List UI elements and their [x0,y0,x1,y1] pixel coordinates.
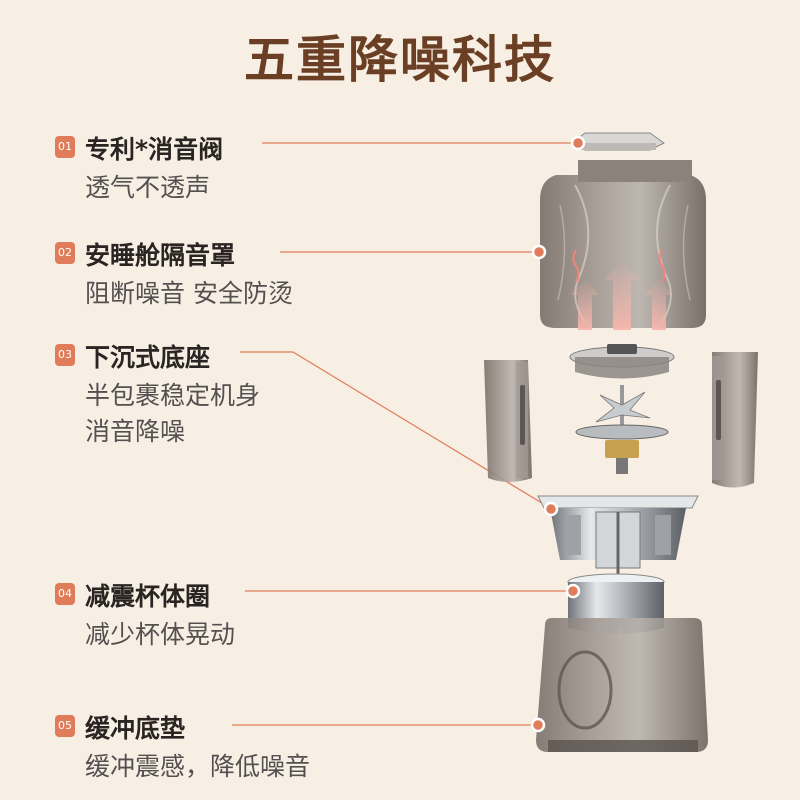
feature-title: 安睡舱隔音罩 [85,241,236,270]
blade-assembly [575,385,669,474]
valve-cap [571,132,665,151]
jar-lid [569,344,675,379]
feature-title: 下沉式底座 [85,343,211,372]
feature-description-line: 阻断噪音 安全防烫 [85,279,293,308]
feature-number-badge: 02 [55,242,75,264]
connector-dots [530,135,586,733]
feature-number-badge: 04 [55,583,75,605]
feature-description-line: 透气不透声 [85,173,211,202]
heat-arrows-icon [571,260,673,330]
feature-title: 缓冲底垫 [85,714,186,743]
sunken-base [537,495,699,575]
connector-line-03 [240,351,551,509]
left-glass-jar [484,360,532,482]
feature-description: 透气不透声 [85,170,210,206]
feature-description-line: 消音降噪 [85,417,186,446]
feature-title: 减震杯体圈 [85,582,211,611]
feature-number-badge: 05 [55,715,75,737]
feature-description: 半包裹稳定机身 消音降噪 [85,378,260,450]
feature-description: 阻断噪音 安全防烫 [85,276,293,312]
feature-description: 减少杯体晃动 [85,617,235,653]
right-glass-jar [712,352,758,488]
motor-base-housing [536,618,708,752]
feature-number-badge: 03 [55,344,75,366]
soundproof-cover [540,160,706,330]
feature-number-badge: 01 [55,136,75,158]
heat-wave-icon [572,249,666,283]
connector-dot-03 [543,501,559,517]
feature-description-line: 缓冲震感，降低噪音 [85,752,311,781]
feature-description-line: 半包裹稳定机身 [85,381,261,410]
feature-title: 专利*消音阀 [85,135,224,164]
connector-dot-04 [565,583,581,599]
connector-dot-01 [570,135,586,151]
connector-lines [232,142,577,726]
feature-description-line: 减少杯体晃动 [85,620,236,649]
feature-description: 缓冲震感，降低噪音 [85,749,310,785]
page-title: 五重降噪科技 [244,31,556,89]
connector-dot-05 [530,717,546,733]
connector-dot-02 [531,244,547,260]
